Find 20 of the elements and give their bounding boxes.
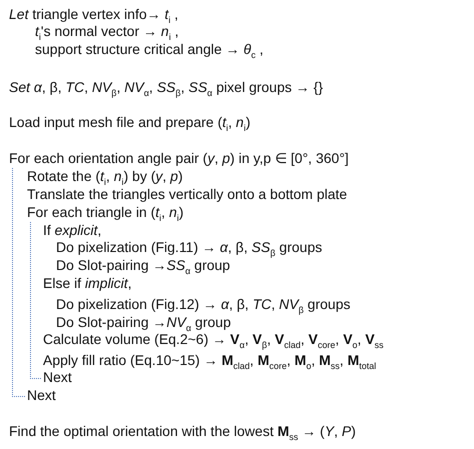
pseudocode-line: Translate the triangles vertically onto a bottom plate <box>27 186 348 203</box>
pseudocode-line: Next <box>43 369 72 386</box>
pseudocode-line: For each orientation angle pair (y, p) in y,p ∈ [0°, 360°] <box>9 150 349 167</box>
pseudocode-line: Do pixelization (Fig.11) → α, β, SS$_{β}$ groups <box>56 239 322 260</box>
pseudocode-line: Calculate volume (Eq.2~6) → V$_{α}$, V$_{β}$, V$_{clad}$, V$_{core}$, V$_{o}$, V$_{ss}$ <box>43 331 384 352</box>
pseudocode-line: For each triangle in (t$_{i}$, n$_{i}$) <box>27 204 184 224</box>
pseudocode-line: Do Slot-pairing →SS$_{α}$ group <box>56 257 230 278</box>
pseudocode-line: t$_{i}$'s normal vector → n$_{i}$ , <box>35 23 179 44</box>
pseudocode-line: Load input mesh file and prepare (t$_{i}$, n$_{i}$) <box>9 114 250 135</box>
pseudocode-line: Do pixelization (Fig.12) → α, β, TC, NV$_{β}$ groups <box>56 296 350 316</box>
pseudocode-line: Else if implicit, <box>43 275 132 292</box>
pseudocode-line: Rotate the (t$_{i}$, n$_{i}$) by (y, p) <box>27 168 183 188</box>
pseudocode-line: Next <box>27 387 56 404</box>
pseudocode-line: Apply fill ratio (Eq.10~15) → M$_{clad}$, M$_{core}$, M$_{o}$, M$_{ss}$, M$_{total}$ <box>43 352 376 372</box>
pseudocode-line: Find the optimal orientation with the lowest M$_{ss}$ → (Y, P) <box>9 423 356 444</box>
pseudocode-line: Let triangle vertex info→ t$_{i}$ , <box>9 6 178 26</box>
pseudocode-line: Do Slot-pairing →NV$_{α}$ group <box>56 314 231 334</box>
pseudocode-line: If explicit, <box>43 222 102 239</box>
pseudocode-line: support structure critical angle → θ$_{c}$ , <box>35 41 264 62</box>
pseudocode-line: Set α, β, TC, NV$_{β}$, NV$_{α}$, SS$_{β}$, SS$_{α}$ pixel groups → {} <box>9 79 323 100</box>
